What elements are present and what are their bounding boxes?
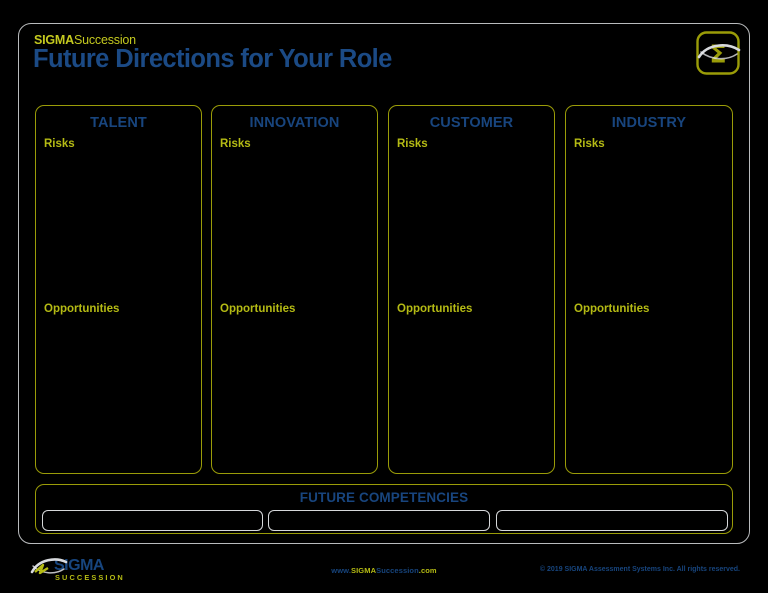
brand-eyebrow-bold: SIGMA	[34, 33, 74, 47]
brand-eyebrow: SIGMASuccession	[34, 33, 136, 47]
opportunities-write-area[interactable]	[572, 319, 726, 467]
opportunities-label: Opportunities	[220, 303, 296, 315]
future-competency-input-1[interactable]	[42, 510, 263, 531]
opportunities-write-area[interactable]	[42, 319, 195, 467]
quadrant-title: INDUSTRY	[611, 115, 687, 131]
risks-label: Risks	[397, 138, 428, 150]
footer-url-prefix: www.	[331, 566, 352, 575]
brand-eyebrow-regular: Succession	[73, 33, 136, 47]
quadrant-card-innovation: INNOVATION Risks Opportunities	[211, 105, 378, 474]
opportunities-label: Opportunities	[574, 303, 650, 315]
footer-url-brand: SIGMA	[351, 566, 377, 575]
risks-write-area[interactable]	[572, 154, 726, 300]
risks-write-area[interactable]	[218, 154, 371, 300]
footer-url-suffix: .com	[418, 566, 437, 575]
risks-label: Risks	[220, 138, 251, 150]
future-competency-input-3[interactable]	[496, 510, 728, 531]
risks-write-area[interactable]	[42, 154, 195, 300]
quadrant-card-talent: TALENT Risks Opportunities	[35, 105, 202, 474]
opportunities-label: Opportunities	[44, 303, 120, 315]
risks-label: Risks	[574, 138, 605, 150]
footer-url-word: Succession	[376, 566, 419, 575]
opportunities-label: Opportunities	[397, 303, 473, 315]
future-competencies-title: FUTURE COMPETENCIES	[299, 490, 469, 505]
sigma-swoosh-logo-icon: Σ	[694, 30, 742, 76]
footer-url[interactable]: www.SIGMASuccession.com	[0, 566, 768, 575]
quadrant-title: CUSTOMER	[429, 115, 514, 131]
risks-label: Risks	[44, 138, 75, 150]
page-title: Future Directions for Your Role	[33, 45, 392, 73]
opportunities-write-area[interactable]	[218, 319, 371, 467]
page-frame	[18, 23, 750, 544]
quadrant-card-customer: CUSTOMER Risks Opportunities	[388, 105, 555, 474]
risks-write-area[interactable]	[395, 154, 548, 300]
footer-copyright: © 2019 SIGMA Assessment Systems Inc. All…	[539, 566, 740, 573]
future-competency-input-2[interactable]	[268, 510, 490, 531]
svg-text:SUCCESSION: SUCCESSION	[55, 573, 124, 582]
svg-text:Σ: Σ	[709, 40, 726, 69]
opportunities-write-area[interactable]	[395, 319, 548, 467]
future-competencies-panel: FUTURE COMPETENCIES	[35, 484, 733, 534]
sigma-succession-logo-icon: SIGMA SUCCESSION	[30, 553, 124, 585]
quadrant-card-industry: INDUSTRY Risks Opportunities	[565, 105, 733, 474]
quadrant-title: INNOVATION	[249, 115, 340, 131]
quadrant-title: TALENT	[90, 115, 147, 131]
